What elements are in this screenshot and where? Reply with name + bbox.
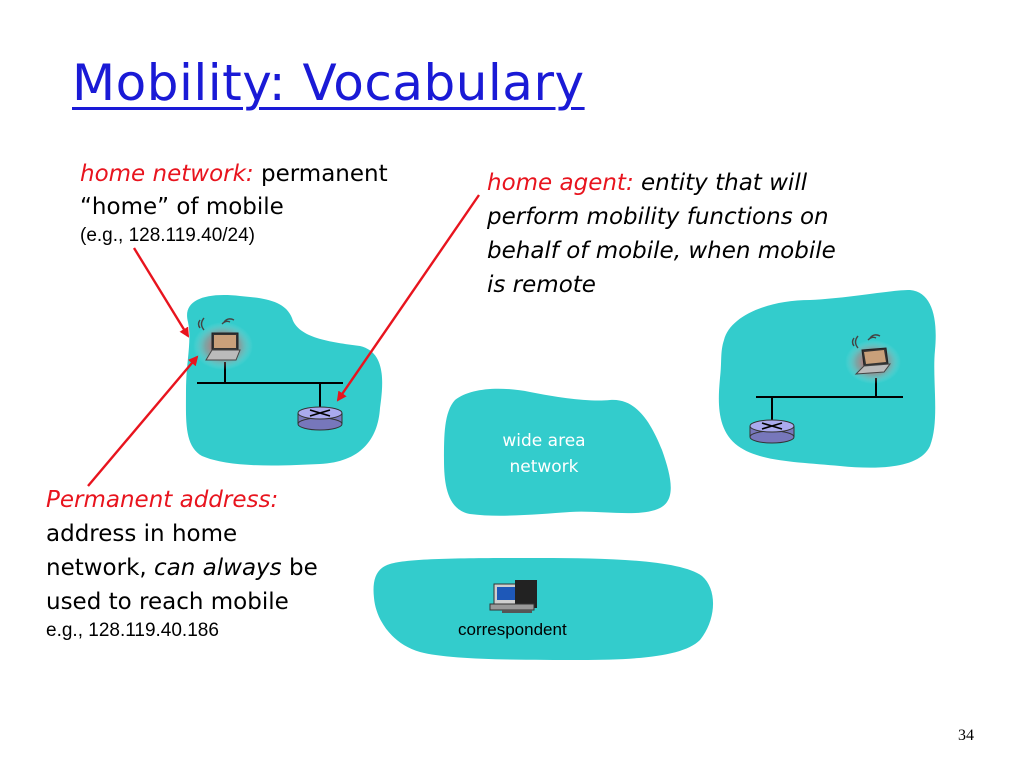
home-agent-line3: behalf of mobile, when mobile	[487, 238, 836, 264]
home-network-line1: permanent	[260, 161, 388, 187]
correspondent-network-cloud	[373, 558, 714, 660]
permanent-address-definition: Permanent address: address in home netwo…	[46, 483, 318, 643]
router-icon	[297, 406, 343, 431]
home-network-arrow	[132, 247, 190, 338]
wan-label-line2: network	[509, 457, 579, 477]
permanent-address-arrow	[87, 355, 199, 487]
permanent-address-term: Permanent address:	[46, 487, 279, 513]
slide-number: 34	[958, 727, 974, 744]
desktop-computer-icon	[489, 580, 537, 613]
wide-area-network-label: wide area network	[478, 428, 610, 480]
wan-label-line1: wide area	[502, 431, 586, 451]
permanent-address-line2: address in home	[46, 521, 238, 547]
router-icon	[749, 419, 795, 444]
home-network-line2: “home” of mobile	[80, 194, 284, 220]
page-title: Mobility: Vocabulary	[72, 54, 585, 112]
home-agent-definition: home agent: entity that will perform mob…	[487, 166, 836, 302]
laptop-icon	[193, 317, 253, 370]
home-agent-line2: perform mobility functions on	[487, 204, 829, 230]
home-agent-line1: entity that will	[641, 170, 808, 196]
home-agent-line4: is remote	[487, 272, 596, 298]
home-network-term: home network:	[80, 161, 254, 187]
permanent-address-example: e.g., 128.119.40.186	[46, 620, 219, 641]
laptop-icon	[845, 334, 901, 384]
foreign-network-cloud	[718, 290, 936, 468]
home-network-example: (e.g., 128.119.40/24)	[80, 225, 255, 246]
permanent-address-line3-italic: can always	[154, 555, 282, 581]
wide-area-network-cloud	[444, 388, 671, 516]
permanent-address-line4: used to reach mobile	[46, 589, 289, 615]
home-agent-term: home agent:	[487, 170, 634, 196]
permanent-address-line3-start: network,	[46, 555, 155, 581]
correspondent-label: correspondent	[458, 620, 567, 639]
home-network-definition: home network: permanent “home” of mobile…	[80, 158, 388, 248]
permanent-address-line3-end: be	[281, 555, 318, 581]
home-agent-arrow	[336, 194, 480, 402]
